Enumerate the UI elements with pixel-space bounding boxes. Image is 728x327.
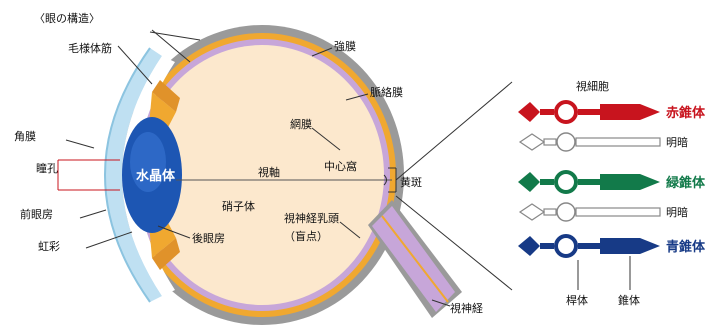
rod-cell-2: [520, 203, 660, 221]
label-posterior-chamber: 後眼房: [192, 231, 225, 245]
label-cone: 錐体: [618, 293, 640, 307]
label-rod-2: 明暗: [666, 205, 688, 219]
label-retina: 網膜: [290, 117, 312, 131]
label-ciliary-muscle: 毛様体筋: [68, 41, 112, 55]
label-choroid: 脈絡膜: [370, 85, 403, 99]
label-sclera: 強膜: [334, 40, 356, 53]
label-rod-1: 明暗: [666, 135, 688, 149]
label-iris: 虹彩: [38, 240, 60, 253]
rod-cell-1: [520, 133, 660, 151]
cells-heading: 視細胞: [576, 79, 609, 93]
label-fovea: 中心窩: [324, 159, 357, 173]
label-lens: 水晶体: [136, 168, 176, 184]
photoreceptor-panel: 視細胞 赤錐体 明暗 緑錐体: [518, 79, 706, 307]
label-optic-disc: 視神経乳頭: [284, 211, 339, 225]
label-green-cone: 緑錐体: [666, 175, 706, 191]
label-optic-nerve: 視神経: [450, 301, 483, 315]
label-pupil: 瞳孔: [36, 161, 58, 175]
green-cone-cell: [518, 172, 660, 192]
label-anterior-chamber: 前眼房: [20, 207, 53, 221]
label-blind-spot: （盲点）: [284, 229, 328, 243]
label-blue-cone: 青錐体: [666, 239, 706, 255]
red-cone-cell: [518, 102, 660, 122]
label-red-cone: 赤錐体: [666, 105, 706, 121]
label-macula: 黄斑: [400, 175, 422, 189]
optic-nerve-shape: [368, 200, 462, 318]
label-cornea: 角膜: [14, 130, 36, 143]
label-vitreous: 硝子体: [222, 199, 255, 213]
blue-cone-cell: [518, 236, 660, 256]
label-visual-axis: 視軸: [258, 165, 280, 179]
page-title: 〈眼の構造〉: [34, 11, 100, 25]
label-rod: 桿体: [566, 293, 588, 307]
